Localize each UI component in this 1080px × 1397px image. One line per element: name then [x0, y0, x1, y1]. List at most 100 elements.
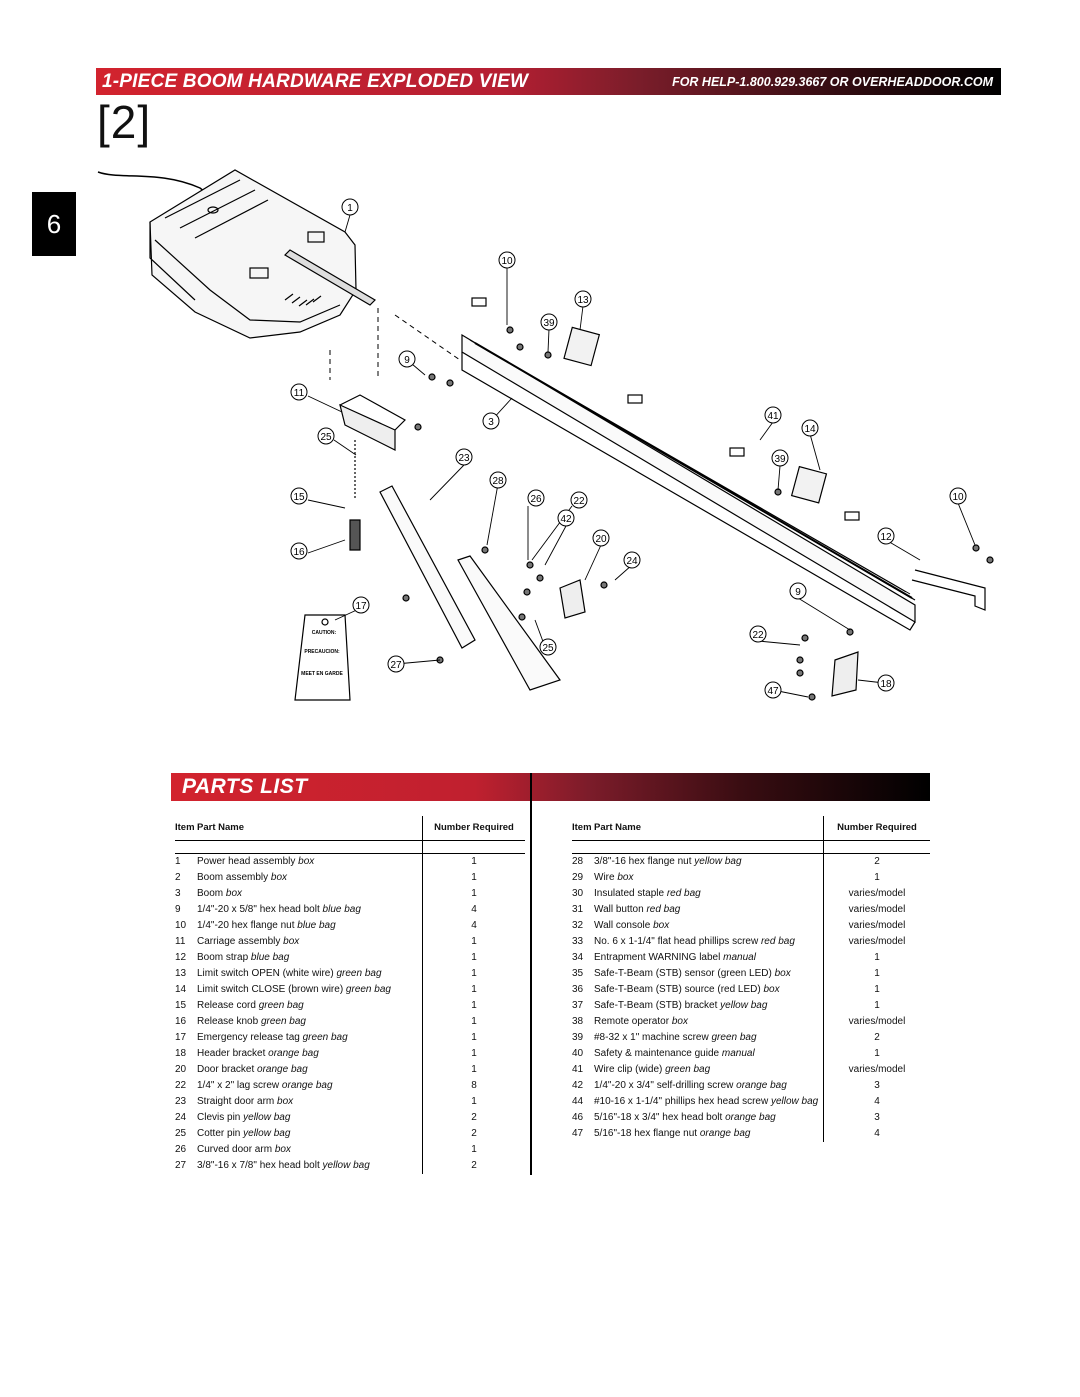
callout-label: 9 [404, 355, 410, 366]
callout-label: 11 [294, 388, 305, 399]
part-quantity: 1 [422, 870, 525, 886]
part-packaging: orange bag [725, 1112, 776, 1123]
callout-label: 22 [752, 630, 764, 641]
part-packaging: orange bag [736, 1080, 787, 1091]
tag-mise-en-garde-label: MEET EN GARDE [301, 671, 343, 677]
part-item-number: 26 [175, 1144, 187, 1155]
part-name-text: Header bracket [197, 1048, 269, 1059]
part-item-number: 13 [175, 968, 187, 979]
part-item-number: 39 [572, 1032, 584, 1043]
part-quantity: 2 [422, 1158, 525, 1174]
part-name: Carriage assembly box [197, 934, 423, 950]
part-packaging: box [277, 1096, 294, 1107]
part-item-number: 11 [175, 936, 186, 947]
part-name: Limit switch CLOSE (brown wire) green ba… [197, 982, 423, 998]
part-name-text: Wire clip (wide) [594, 1064, 666, 1075]
part-name-text: Boom [197, 888, 226, 899]
item-header: Item [175, 816, 197, 841]
part-name-header: Part Name [594, 816, 824, 841]
part-quantity: varies/model [823, 886, 930, 902]
part-name-text: Safe-T-Beam (STB) source (red LED) [594, 984, 764, 995]
part-name-text: Safe-T-Beam (STB) sensor (green LED) [594, 968, 775, 979]
part-name-text: 1/4"-20 hex flange nut [197, 920, 298, 931]
callout-label: 26 [530, 494, 542, 505]
part-name-header: Part Name [197, 816, 423, 841]
part-quantity: 1 [422, 950, 525, 966]
part-packaging: box [270, 872, 288, 883]
part-packaging: box [283, 936, 300, 947]
part-name-text: Safety & maintenance guide [594, 1048, 722, 1059]
part-name-text: Emergency release tag [197, 1032, 303, 1043]
part-quantity: 1 [422, 998, 525, 1014]
part-quantity: 1 [823, 870, 930, 886]
callout-label: 10 [501, 256, 513, 267]
part-name-text: Clevis pin [197, 1112, 244, 1123]
callout-label: 28 [492, 476, 504, 487]
part-packaging: red bag [666, 888, 701, 899]
part-name: Safety & maintenance guide manual [594, 1046, 824, 1062]
callout-label: 27 [390, 660, 402, 671]
part-item-number: 10 [175, 920, 187, 931]
item-header: Item [572, 816, 594, 841]
part-name: Door bracket orange bag [197, 1062, 423, 1078]
part-name-text: 5/16"-18 hex flange nut [594, 1128, 700, 1139]
part-name-text: Power head assembly [197, 856, 299, 867]
part-packaging: yellow bag [322, 1160, 370, 1171]
part-name: No. 6 x 1-1/4" flat head phillips screw … [594, 934, 824, 950]
part-item-number: 41 [572, 1064, 584, 1075]
parts-list-title: PARTS LIST [182, 775, 308, 798]
part-name-text: 1/4"-20 x 5/8" hex head bolt [197, 904, 323, 915]
part-item-number: 34 [572, 952, 584, 963]
part-quantity: varies/model [823, 1062, 930, 1078]
part-name-text: Remote operator [594, 1016, 672, 1027]
part-quantity: 1 [422, 1030, 525, 1046]
part-name-text: 1/4" x 2" lag screw [197, 1080, 282, 1091]
part-item-number: 25 [175, 1128, 187, 1139]
part-name: Safe-T-Beam (STB) bracket yellow bag [594, 998, 824, 1014]
callout-label: 15 [293, 492, 305, 503]
part-item-number: 42 [572, 1080, 584, 1091]
part-quantity: varies/model [823, 934, 930, 950]
callout-label: 39 [774, 454, 786, 465]
part-packaging: green bag [260, 1016, 306, 1027]
part-quantity: 1 [823, 982, 930, 998]
part-name-text: Door bracket [197, 1064, 258, 1075]
part-name-text: Entrapment WARNING label [594, 952, 724, 963]
part-quantity: 1 [823, 950, 930, 966]
part-quantity: 4 [823, 1126, 930, 1142]
part-packaging: box [298, 856, 315, 867]
callout-label: 14 [804, 424, 816, 435]
part-item-number: 40 [572, 1048, 584, 1059]
part-name: 3/8"-16 hex flange nut yellow bag [594, 854, 824, 871]
callout-label: 20 [595, 534, 607, 545]
part-name: 1/4" x 2" lag screw orange bag [197, 1078, 423, 1094]
part-packaging: green bag [336, 968, 382, 979]
callout-label: 9 [795, 587, 801, 598]
part-quantity: 1 [422, 1062, 525, 1078]
callout-label: 24 [626, 556, 638, 567]
part-quantity: 1 [823, 998, 930, 1014]
part-packaging: box [763, 984, 780, 995]
part-item-number: 3 [175, 888, 181, 899]
part-name: Remote operator box [594, 1014, 824, 1030]
carriage-drawing [339, 394, 406, 451]
part-name-text: 3/8"-16 x 7/8" hex head bolt [197, 1160, 323, 1171]
parts-list-divider [530, 773, 532, 1175]
